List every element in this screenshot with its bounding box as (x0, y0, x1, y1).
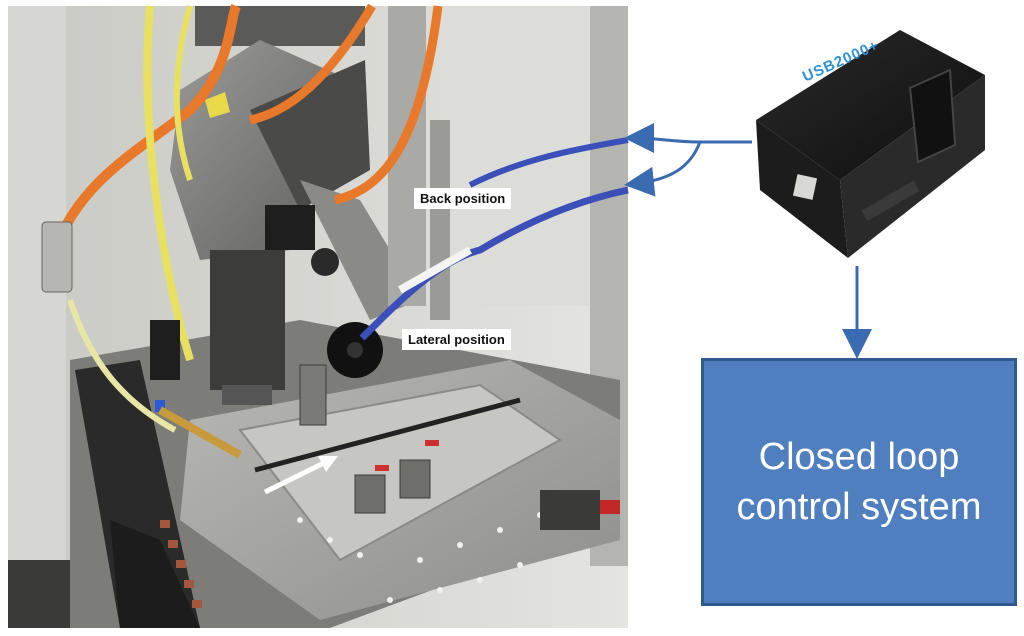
laser-setup-photo (8, 3, 629, 628)
lateral-position-label: Lateral position (402, 329, 511, 350)
back-position-label: Back position (414, 188, 512, 209)
connection-arrows (624, 123, 872, 359)
closed-loop-control-box: Closed loop control system (701, 358, 1017, 606)
spectrometer-device (756, 30, 985, 258)
control-box-label: Closed loop control system (736, 436, 982, 528)
